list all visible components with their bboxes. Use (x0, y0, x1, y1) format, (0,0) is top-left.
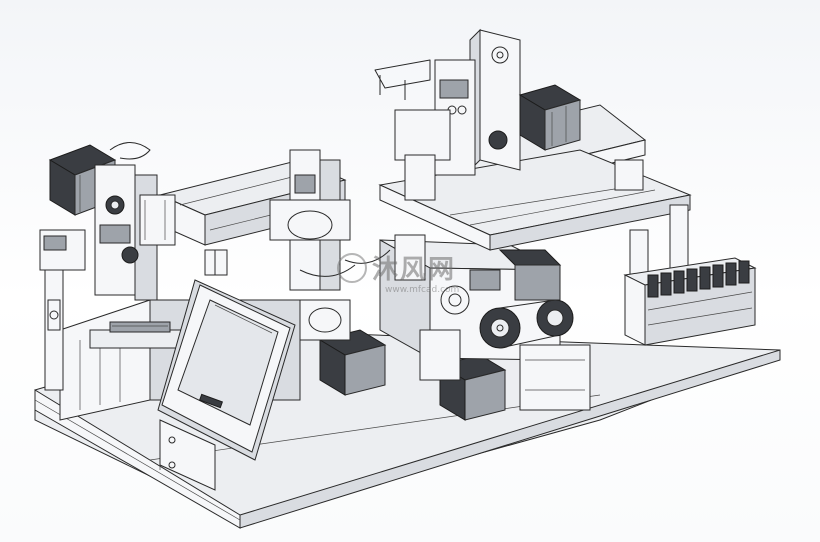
right-stepper-motor (518, 84, 582, 151)
watermark-url: www.mfcad.com (385, 285, 459, 295)
cable-harness (299, 249, 391, 277)
left-z-axis (39, 164, 228, 301)
watermark-logo (337, 253, 367, 283)
watermark-brand: 沐风网 (372, 255, 456, 285)
solenoid-valve-bank (623, 257, 757, 346)
watermark: 沐风网 www.mfcad.com (337, 253, 459, 295)
touch-screen-panel (157, 279, 296, 491)
left-gantry (158, 149, 351, 291)
right-upper-table (378, 104, 692, 321)
center-belt-drive (379, 234, 591, 411)
right-upper-gantry (374, 28, 521, 201)
